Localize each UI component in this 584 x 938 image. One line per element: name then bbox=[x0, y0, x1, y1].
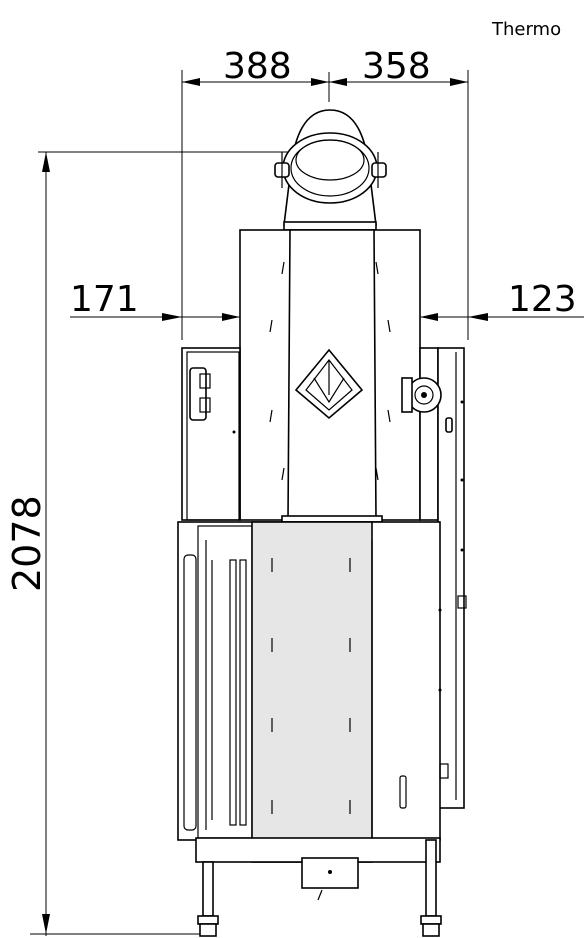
flue-collar bbox=[274, 109, 387, 231]
top-width-dimension: 388 358 bbox=[181, 46, 469, 340]
dim-358-label: 358 bbox=[362, 46, 431, 87]
dim-388-label: 388 bbox=[223, 46, 292, 87]
diamond-logo-icon bbox=[294, 348, 364, 420]
dim-2078-label: 2078 bbox=[5, 495, 49, 592]
right-side-frame bbox=[401, 347, 467, 809]
side-offset-dimension: 171 123 bbox=[70, 279, 584, 321]
dim-171-label: 171 bbox=[70, 279, 139, 320]
header-label: Thermo bbox=[491, 19, 561, 40]
base-feet bbox=[195, 837, 442, 937]
left-side-frame bbox=[181, 347, 241, 521]
dim-123-label: 123 bbox=[508, 279, 577, 320]
total-height-dimension: 2078 bbox=[5, 151, 290, 936]
firebox-body bbox=[177, 521, 449, 863]
